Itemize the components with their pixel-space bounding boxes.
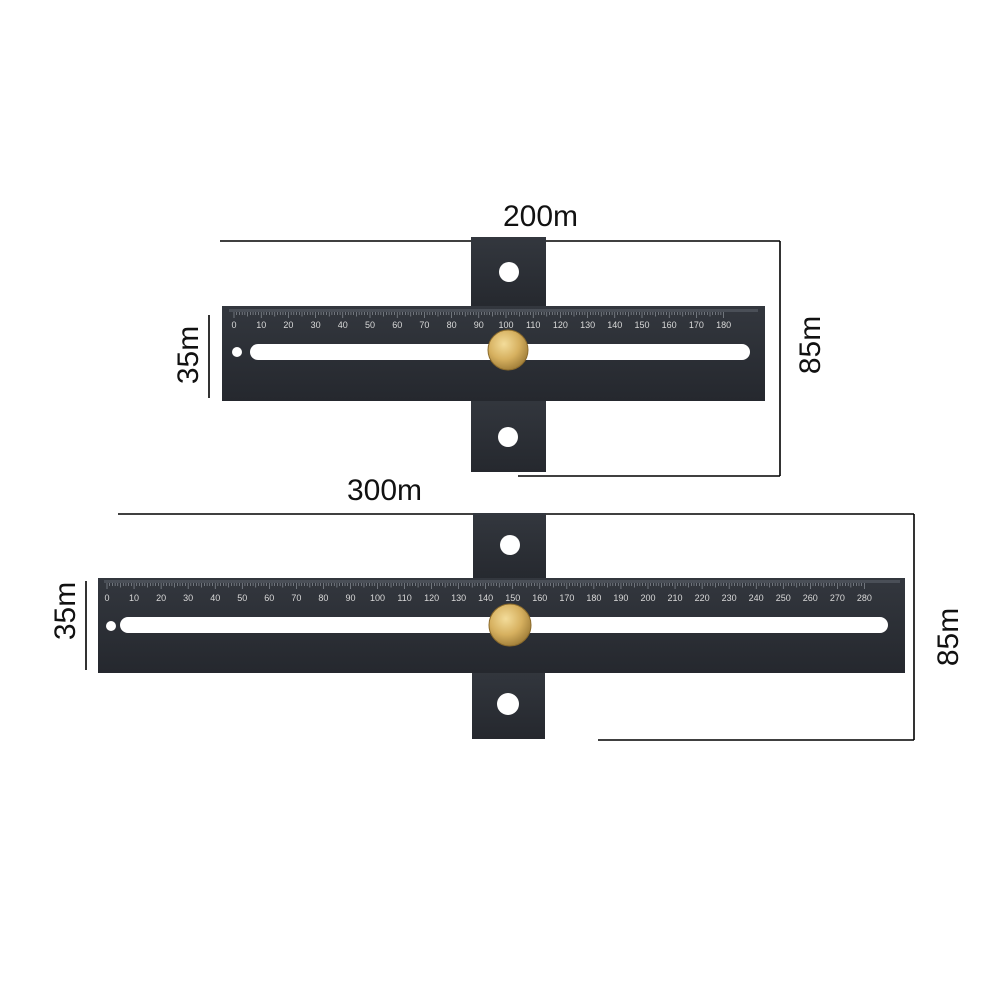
large-scale-labels: 0 10 20 30 40 50 60 70 80 90 100 110 120 130 140 150 160… [104, 593, 871, 603]
small-scale-label: 130 [580, 320, 595, 330]
small-scale-label: 0 [231, 320, 236, 330]
large-scale-label: 200 [640, 593, 655, 603]
small-top-hole [499, 262, 519, 282]
small-scale-label: 10 [256, 320, 266, 330]
large-scale-label: 50 [237, 593, 247, 603]
small-scale-label: 20 [283, 320, 293, 330]
large-scale-label: 160 [532, 593, 547, 603]
large-top-hole [500, 535, 520, 555]
large-scale-label: 30 [183, 593, 193, 603]
small-scale-label: 50 [365, 320, 375, 330]
large-scale-label: 240 [749, 593, 764, 603]
large-scale-label: 170 [559, 593, 574, 603]
large-scale-label: 100 [370, 593, 385, 603]
small-scale-label: 110 [526, 320, 540, 330]
small-scale-label: 170 [689, 320, 704, 330]
large-knob [488, 603, 532, 647]
large-scale-label: 90 [345, 593, 355, 603]
large-scale-label: 40 [210, 593, 220, 603]
small-scale-label: 120 [553, 320, 568, 330]
small-ruler: 0 10 20 30 40 50 60 70 80 90 100 110 120 130 140 150 160… [222, 237, 765, 472]
large-scale-label: 0 [104, 593, 109, 603]
large-scale-label: 230 [722, 593, 737, 603]
large-width-label: 300m [347, 474, 423, 507]
large-scale-label: 120 [424, 593, 439, 603]
large-scale-label: 140 [478, 593, 493, 603]
small-scale-label: 80 [447, 320, 457, 330]
small-scale-strip [229, 309, 758, 312]
large-scale-label: 280 [857, 593, 872, 603]
small-width-label: 200m [503, 200, 579, 233]
small-end-hole [232, 347, 242, 357]
small-scale-label: 30 [311, 320, 321, 330]
large-scale-label: 80 [318, 593, 328, 603]
small-scale-label: 40 [338, 320, 348, 330]
large-scale-label: 150 [505, 593, 520, 603]
small-scale-label: 140 [607, 320, 622, 330]
large-scale-label: 210 [668, 593, 683, 603]
small-scale-labels: 0 10 20 30 40 50 60 70 80 90 100 110 120 130 140 150 160… [231, 320, 731, 330]
large-scale-label: 180 [586, 593, 601, 603]
small-scale-label: 60 [392, 320, 402, 330]
large-scale-label: 250 [776, 593, 791, 603]
large-end-hole [106, 621, 116, 631]
small-scale-label: 70 [419, 320, 429, 330]
large-scale-label: 110 [397, 593, 411, 603]
small-scale-label: 150 [634, 320, 649, 330]
small-scale-label: 180 [716, 320, 731, 330]
large-scale-label: 130 [451, 593, 466, 603]
large-scale-label: 60 [264, 593, 274, 603]
small-knob [487, 329, 529, 371]
small-scale-ticks [233, 312, 724, 318]
large-bottom-hole [497, 693, 519, 715]
large-scale-label: 270 [830, 593, 845, 603]
large-scale-label: 220 [695, 593, 710, 603]
large-scale-ticks [106, 583, 865, 589]
large-scale-label: 10 [129, 593, 139, 603]
large-scale-label: 190 [613, 593, 628, 603]
large-scale-strip [104, 580, 900, 583]
large-scale-label: 20 [156, 593, 166, 603]
small-bottom-hole [498, 427, 518, 447]
large-ruler: 0 10 20 30 40 50 60 70 80 90 100 110 120 130 140 150 160… [98, 513, 905, 739]
large-scale-label: 260 [803, 593, 818, 603]
small-scale-label: 100 [498, 320, 513, 330]
small-scale-label: 90 [474, 320, 484, 330]
small-scale-label: 160 [662, 320, 677, 330]
large-scale-label: 70 [291, 593, 301, 603]
